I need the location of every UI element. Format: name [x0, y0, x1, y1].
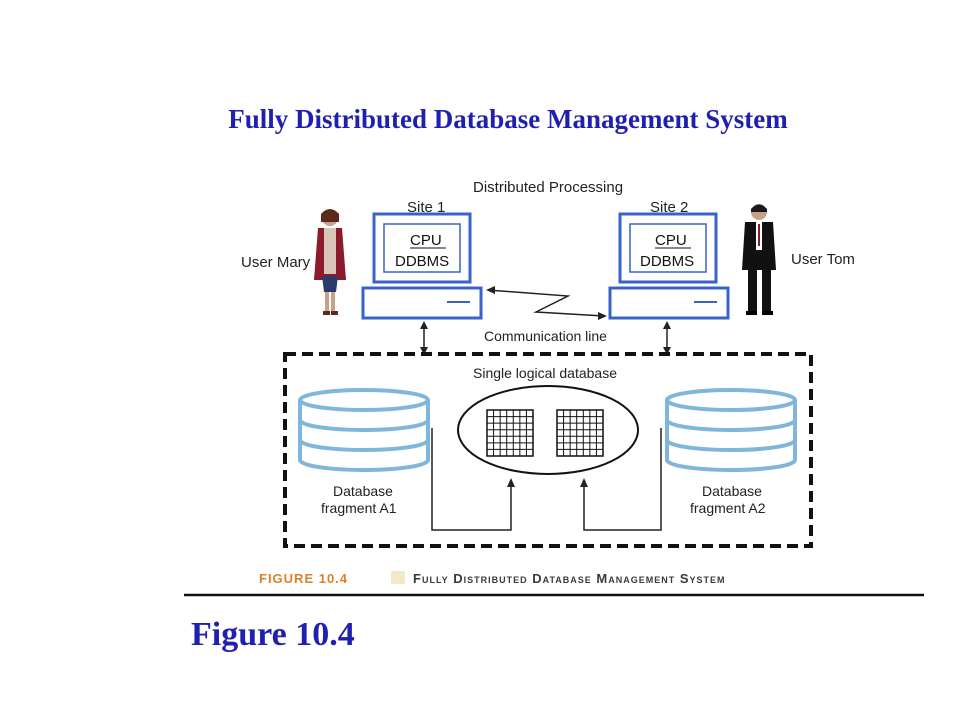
site2-cpu: CPU — [655, 232, 687, 249]
site2-label: Site 2 — [650, 199, 688, 216]
man-user-icon — [742, 204, 776, 315]
logical-database-label: Single logical database — [473, 365, 617, 381]
logical-database-boundary — [283, 352, 813, 548]
site1-label: Site 1 — [407, 199, 445, 216]
figure-label: Figure 10.4 — [191, 616, 355, 653]
caption-title: Fully Distributed Database Management Sy… — [413, 571, 726, 586]
database-fragment-a1-icon — [298, 388, 430, 472]
site1-db-link-arrow — [420, 321, 428, 355]
fragment1-line2: fragment A1 — [321, 500, 397, 516]
fragment2-line2: fragment A2 — [690, 500, 766, 516]
site2-dbms: DDBMS — [640, 253, 694, 270]
communication-line-label: Communication line — [484, 328, 607, 344]
fragment1-connector-arrow — [431, 428, 515, 531]
user-left-label: User Mary — [241, 254, 311, 271]
caption-number: FIGURE 10.4 — [259, 571, 348, 586]
user-right-label: User Tom — [791, 251, 855, 268]
fragment1-line1: Database — [333, 483, 393, 499]
logical-database-ellipse — [457, 385, 639, 475]
grid-table-icon — [486, 409, 534, 457]
site1-dbms: DDBMS — [395, 253, 449, 270]
grid-table-icon — [556, 409, 604, 457]
fragment2-connector-arrow — [580, 428, 662, 531]
site2-db-link-arrow — [663, 321, 671, 355]
woman-user-icon — [314, 209, 346, 315]
communication-link — [486, 286, 607, 320]
caption-swatch — [391, 571, 405, 584]
diagram-heading: Distributed Processing — [473, 179, 623, 196]
slide-title: Fully Distributed Database Management Sy… — [228, 104, 788, 134]
fragment2-line1: Database — [702, 483, 762, 499]
site1-cpu: CPU — [410, 232, 442, 249]
database-fragment-a2-icon — [665, 388, 797, 472]
